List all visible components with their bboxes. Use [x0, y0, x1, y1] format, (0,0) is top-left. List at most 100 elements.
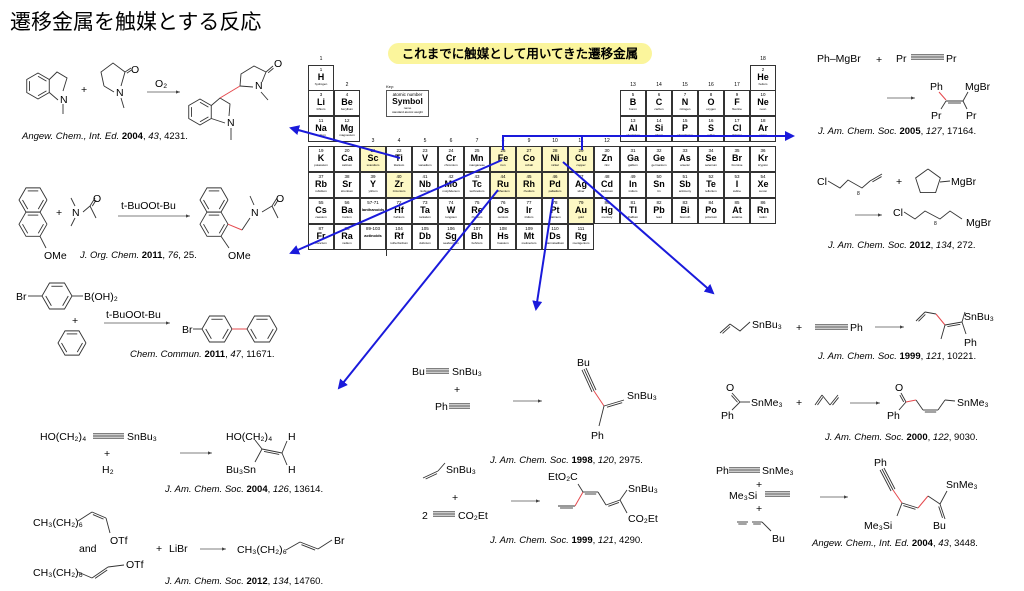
element-name: hydrogen: [314, 82, 328, 86]
element-symbol: Be: [341, 97, 353, 107]
element-name: iron: [500, 163, 506, 167]
bond: [918, 314, 926, 322]
group-label: 17: [734, 82, 740, 88]
atomic-number: 2: [761, 67, 765, 72]
bond: [299, 541, 319, 550]
bond: [585, 367, 597, 391]
atomic-number: 77: [526, 200, 532, 205]
atom-label: HO(CH₂)₄: [40, 431, 86, 443]
atom-label: N: [251, 207, 259, 219]
atomic-number: 8: [709, 92, 713, 97]
element-name: astatine: [731, 215, 743, 219]
element-name: palladium: [548, 189, 562, 193]
bond: [879, 469, 892, 492]
atomic-number: 13: [630, 118, 636, 123]
bond-chain: [199, 187, 229, 213]
atom-label: CO₂Et: [628, 513, 658, 525]
atom-label: Ph: [591, 430, 604, 442]
element-symbol: Mn: [470, 153, 484, 163]
bond: [261, 71, 267, 83]
bond: [608, 502, 620, 507]
bond: [935, 313, 946, 326]
reaction-enyne-stannane: Bu SnBu₃ + Ph Bu SnBu₃ Ph J. Am. Chem. S…: [412, 357, 657, 466]
bond: [869, 173, 883, 182]
atom-label: SnBu₃: [452, 366, 482, 378]
element-symbol: Cr: [445, 153, 456, 163]
element-name: beryllium: [340, 107, 353, 111]
element-name: yttrium: [368, 189, 378, 193]
atom-label: Bu: [933, 520, 946, 532]
atom-label: O: [726, 382, 734, 394]
atom-label: Br: [16, 291, 27, 303]
atom-label: H: [288, 431, 296, 443]
element-name: caesium: [315, 215, 327, 219]
element-name: bismuth: [679, 215, 691, 219]
bond: [940, 324, 946, 340]
element-symbol: Hs: [497, 231, 509, 241]
atomic-number: 50: [656, 174, 662, 179]
atomic-number: 6: [657, 92, 661, 97]
bond: [263, 450, 280, 455]
bond-chain: [201, 315, 233, 343]
element-name: technetium: [469, 189, 485, 193]
bond-chain: [48, 71, 68, 92]
element-symbol: Ne: [757, 97, 769, 107]
atomic-number: 38: [344, 174, 350, 179]
element-symbol: Fr: [316, 231, 326, 241]
group-label: 2: [345, 82, 349, 88]
blue-pointer-arrow: [562, 161, 715, 295]
bond: [422, 470, 439, 479]
bond-chain: [18, 211, 48, 237]
bond: [37, 75, 47, 82]
atom-label: SnMe₃: [946, 479, 978, 491]
atom-label: SnBu₃: [964, 311, 994, 323]
element-symbol: Db: [419, 231, 431, 241]
element-name: germanium: [651, 163, 667, 167]
element-name: calcium: [341, 163, 353, 167]
group-label: 3: [371, 138, 375, 144]
bond: [961, 321, 967, 335]
element-name: carbon: [654, 107, 664, 111]
element-symbol: Cl: [732, 123, 742, 133]
atomic-number: 79: [578, 200, 584, 205]
bond: [821, 394, 831, 406]
element-name: vanadium: [418, 163, 432, 167]
bond: [199, 101, 209, 108]
plus-sign: +: [454, 384, 460, 396]
plus-sign: +: [104, 448, 110, 460]
atomic-number: 28: [552, 148, 558, 153]
slide-title: 遷移金属を触媒とする反応: [10, 10, 262, 34]
atom-label: Pr: [931, 110, 942, 122]
atomic-number: 40: [396, 174, 402, 179]
atom-label: Ph: [716, 465, 729, 477]
bond: [273, 199, 279, 207]
group-label: 9: [527, 138, 531, 144]
atomic-number: 46: [552, 174, 558, 179]
bond-chain: [211, 97, 231, 117]
element-name: manganese: [469, 163, 485, 167]
group-label: 1: [319, 56, 323, 62]
element-symbol: Te: [706, 179, 716, 189]
element-symbol: Na: [315, 123, 327, 133]
group-label: 13: [630, 82, 636, 88]
bond: [947, 323, 961, 328]
atom-label: N: [60, 94, 68, 106]
element-symbol: Pt: [550, 205, 560, 215]
bond: [261, 205, 273, 213]
element-symbol: He: [757, 72, 769, 82]
bond: [872, 176, 882, 183]
element-name: helium: [758, 82, 768, 86]
element-name: tungsten: [445, 215, 457, 219]
